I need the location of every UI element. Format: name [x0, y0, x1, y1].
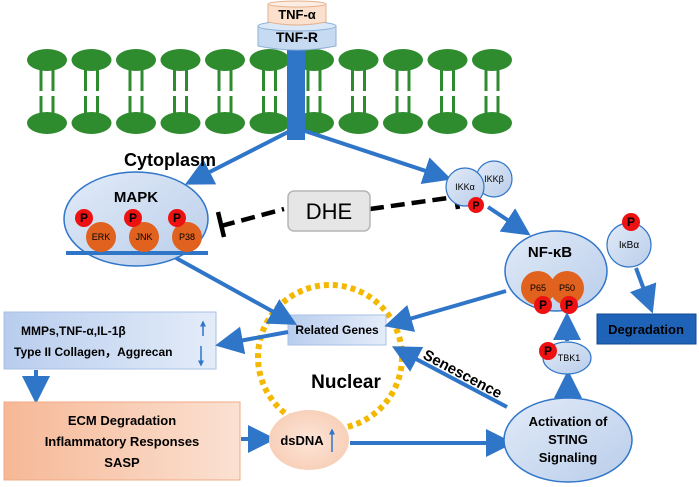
lipid-head: [472, 49, 512, 71]
ecm-outcome-box: ECM Degradation Inflammatory Responses S…: [3, 401, 241, 481]
ikba-node: IκBα P: [606, 213, 652, 268]
receptor-stalk: [287, 48, 305, 140]
dsdna-node: dsDNA: [269, 410, 349, 470]
senescence-label: Senescence: [420, 347, 505, 403]
p50-label: P50: [559, 283, 575, 293]
p65-label: P65: [530, 283, 546, 293]
lipid-head: [338, 112, 379, 134]
ecm-degradation-label: ECM Degradation: [68, 413, 176, 428]
arrow-nfkb-to-genes: [384, 289, 507, 332]
lipid-head: [116, 112, 156, 134]
p38-label: P38: [179, 232, 195, 242]
arrow-ikba-to-degradation: [629, 267, 657, 314]
tnf-r-label: TNF-R: [276, 29, 318, 45]
lipid-head: [249, 49, 290, 71]
ikk-alpha-label: IKKα: [455, 182, 475, 192]
tnf-alpha-label: TNF-α: [278, 7, 316, 22]
nfkb-complex: NF-κB P65 P50 P P: [504, 230, 608, 314]
downregulated-genes-label: Type II Collagen，Aggrecan: [14, 345, 172, 359]
lipid-head: [160, 112, 201, 134]
lipid-head: [205, 49, 245, 71]
cytoplasm-label: Cytoplasm: [124, 150, 216, 170]
phospho-p65: P: [539, 298, 547, 312]
mapk-complex: MAPK ERK P JNK P P38 P: [63, 171, 209, 267]
lipid-head: [71, 49, 112, 71]
inflammatory-label: Inflammatory Responses: [45, 434, 200, 449]
arrow-ikk-to-nfkb: [486, 205, 531, 236]
phospho-p38: P: [173, 211, 181, 225]
ikba-label: IκBα: [619, 240, 639, 251]
mapk-label: MAPK: [114, 189, 158, 206]
related-genes-box: Related Genes: [287, 314, 387, 346]
lipid-head: [27, 112, 67, 134]
inhibit-bar-mapk: [215, 211, 227, 238]
arrow-mapk-to-genes: [175, 256, 298, 325]
phospho-erk: P: [80, 211, 88, 225]
lipid-head: [249, 112, 290, 134]
arrow-receptor-to-mapk: [184, 128, 293, 185]
lipid-head: [427, 112, 468, 134]
lipid-head: [71, 112, 112, 134]
p38-kinase: P38 P: [168, 209, 202, 252]
dhe-label: DHE: [306, 199, 352, 224]
tbk1-node: TBK1 P: [539, 341, 592, 375]
sting-line2: STING: [548, 432, 588, 447]
arrow-genes-to-outcome: [215, 326, 289, 355]
ikk-complex: IKKβ IKKα P: [445, 160, 513, 213]
jnk-kinase: JNK P: [124, 209, 159, 252]
upregulated-genes-label: MMPs,TNF-α,IL-1β: [21, 324, 126, 338]
arrow-receptor-to-ikk: [301, 128, 452, 185]
dhe-box: [287, 190, 371, 232]
nuclear-label: Nuclear: [311, 372, 381, 393]
lipid-head: [205, 112, 245, 134]
arrow-sting-to-genes: [391, 346, 508, 409]
phospho-jnk: P: [129, 211, 137, 225]
jnk-label: JNK: [135, 232, 152, 242]
nfkb-label: NF-κB: [528, 244, 572, 261]
sting-line1: Activation of: [529, 414, 608, 429]
dsdna-label: dsDNA: [280, 433, 324, 448]
lipid-head: [116, 49, 156, 71]
tbk1-label: TBK1: [558, 353, 581, 363]
erk-kinase: ERK P: [75, 209, 116, 252]
erk-label: ERK: [92, 232, 111, 242]
phospho-ikba: P: [627, 215, 635, 229]
tnf-alpha-ligand: TNF-α: [267, 0, 327, 26]
lipid-head: [427, 49, 468, 71]
lipid-head: [472, 112, 512, 134]
sasp-label: SASP: [104, 455, 140, 470]
degradation-box: Degradation: [596, 313, 697, 345]
degradation-label: Degradation: [608, 322, 684, 337]
phospho-tbk1: P: [544, 344, 552, 358]
lipid-head: [27, 49, 67, 71]
lipid-head: [338, 49, 379, 71]
nuclear-membrane: [255, 282, 405, 432]
dhe-inhibition: DHE: [215, 186, 461, 238]
sting-line3: Signaling: [539, 450, 598, 465]
related-genes-label: Related Genes: [295, 323, 379, 337]
ikk-beta-label: IKKβ: [484, 174, 504, 184]
cell-membrane: [27, 49, 512, 134]
gene-outcome-box: MMPs,TNF-α,IL-1β Type II Collagen，Aggrec…: [3, 311, 217, 370]
phospho-ikk: P: [472, 200, 479, 212]
lipid-head: [160, 49, 201, 71]
sting-node: Activation of STING Signaling: [503, 397, 633, 483]
phospho-p50: P: [565, 298, 573, 312]
lipid-head: [383, 112, 423, 134]
lipid-head: [383, 49, 423, 71]
